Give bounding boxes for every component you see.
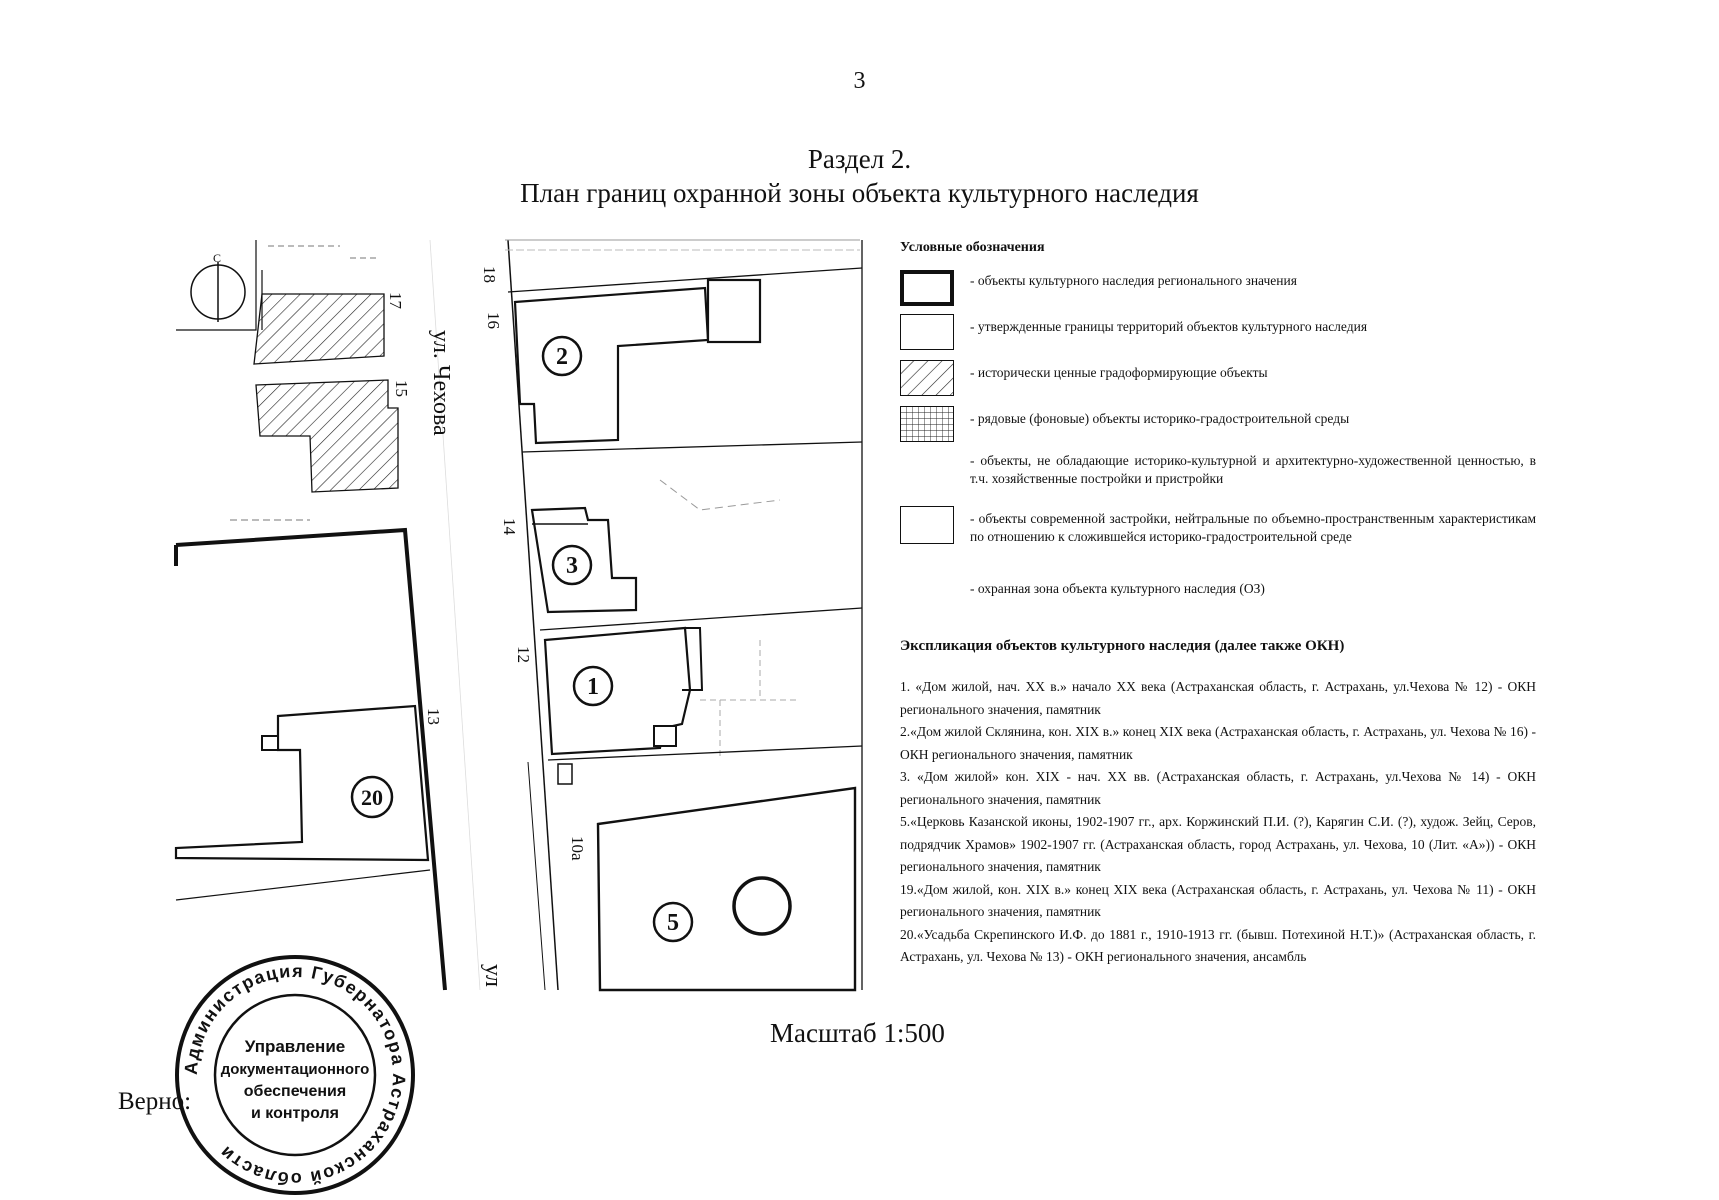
street-name-label: ул. Чехова (428, 330, 454, 436)
stamp-center-line-3: обеспечения (244, 1083, 346, 1100)
legend-item-4: - рядовые (фоновые) объекты историко-гра… (970, 411, 1350, 426)
church-dome-icon (732, 876, 792, 936)
explication-item-2: 2.«Дом жилой Склянина, кон. XIX в.» коне… (900, 724, 1536, 762)
hatched-building-15 (255, 379, 399, 493)
legend-item-3: - исторически ценные градоформирующие об… (970, 365, 1268, 380)
legend-item-1: - объекты культурного наследия региональ… (970, 273, 1297, 288)
object-marker-20: 20 (361, 785, 383, 810)
west-side-buildings (174, 240, 447, 991)
north-label: С (213, 251, 221, 265)
legend-heading: Условные обозначения (900, 240, 1045, 255)
explication-item-1: 1. «Дом жилой, нач. XX в.» начало XX век… (900, 679, 1536, 717)
object-markers: 2 3 1 20 5 (350, 335, 694, 943)
legend-item-6: - объекты современной застройки, нейтрал… (970, 511, 1536, 544)
building-20 (174, 704, 430, 862)
object-marker-1: 1 (587, 674, 599, 700)
object-marker-2: 2 (556, 344, 568, 370)
official-stamp-icon: Администрация Губернатора Астраханской о… (175, 955, 415, 1195)
house-number-14: 14 (500, 518, 519, 536)
section-title-line2: План границ охранной зоны объекта культу… (520, 178, 1199, 208)
legend-swatch-plain (900, 506, 954, 544)
page-number: 3 (853, 68, 866, 94)
scale-label: Масштаб 1:500 (770, 1018, 945, 1048)
house-number-12: 12 (514, 646, 533, 663)
legend-item-5: - объекты, не обладающие историко-культу… (970, 453, 1536, 486)
house-numbers: 18 16 17 15 14 12 13 10а (386, 266, 587, 861)
house-number-18: 18 (480, 266, 499, 283)
stamp-center-line-1: Управление (245, 1037, 345, 1056)
explication-list: 1. «Дом жилой, нач. XX в.» начало XX век… (900, 676, 1536, 969)
street-name-label-bottom: ул (480, 964, 506, 987)
north-arrow-icon: С (190, 251, 246, 322)
house-number-10a: 10а (568, 836, 587, 861)
church-building-5 (596, 786, 857, 992)
house-number-16: 16 (484, 312, 503, 329)
explication-item-5: 5.«Церковь Казанской иконы, 1902-1907 гг… (900, 814, 1536, 874)
legend-swatch-thin-border (900, 314, 954, 350)
section-title: Раздел 2. План границ охранной зоны объе… (0, 142, 1719, 210)
hatched-building-17 (253, 293, 385, 365)
house-number-15: 15 (392, 380, 411, 397)
stamp-center-line-2: документационного (221, 1061, 370, 1078)
explication-item-20: 20.«Усадьба Скрепинского И.Ф. до 1881 г.… (900, 926, 1536, 965)
object-marker-5: 5 (667, 910, 679, 936)
legend-swatch-crosshatched (900, 406, 954, 442)
legend-item-2: - утвержденные границы территорий объект… (970, 319, 1368, 334)
building-2 (513, 286, 710, 445)
street-axis (429, 239, 559, 991)
stamp-center-line-4: и контроля (251, 1105, 339, 1122)
east-side-buildings (505, 239, 863, 992)
explication-title: Экспликация объектов культурного наследи… (900, 638, 1345, 654)
legend-swatch-bold-border (900, 270, 954, 306)
section-title-line1: Раздел 2. (807, 144, 912, 174)
explication-item-19: 19.«Дом жилой, кон. XIX в.» конец XIX ве… (900, 881, 1536, 920)
legend-swatch-hatched (900, 360, 954, 396)
territory-boundary-west (175, 527, 447, 991)
object-marker-3: 3 (566, 553, 578, 579)
explication-item-3: 3. «Дом жилой» кон. XIX - нач. XX вв. (А… (900, 769, 1536, 807)
house-number-17: 17 (386, 292, 405, 310)
house-number-13: 13 (424, 708, 443, 725)
legend-item-7: - охранная зона объекта культурного насл… (970, 581, 1265, 596)
